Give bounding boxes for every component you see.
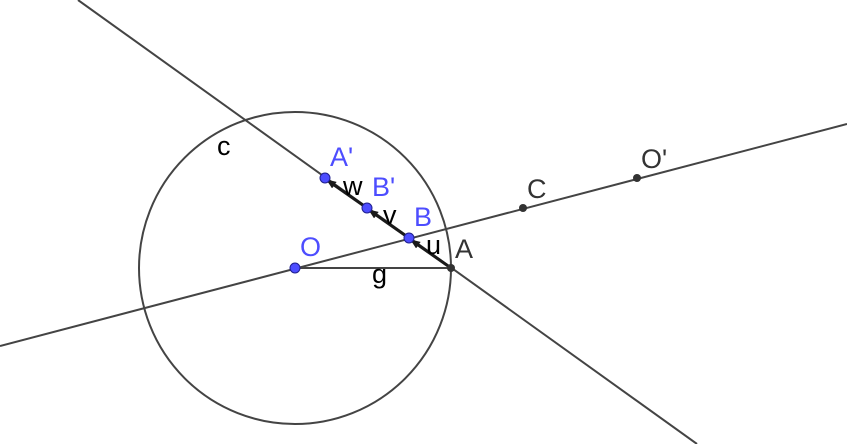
point-O-prime-label: O' (641, 144, 667, 174)
point-B-label: B (414, 202, 432, 232)
point-O-prime[interactable] (633, 174, 641, 182)
point-C[interactable] (519, 204, 527, 212)
segment-g-label: g (372, 259, 387, 289)
point-O-label: O (300, 232, 321, 262)
point-C-label: C (527, 174, 547, 204)
vector-v-label: v (383, 200, 397, 230)
vector-w-label: w (342, 171, 363, 201)
vector-v[interactable] (368, 208, 410, 240)
vector-u-label: u (426, 230, 441, 260)
vector-u[interactable] (410, 238, 452, 270)
point-A-label: A (455, 234, 473, 264)
vector-w[interactable] (326, 178, 368, 210)
point-O[interactable] (289, 262, 301, 274)
line-through-O-C[interactable] (0, 123, 847, 347)
circle-c-label: c (217, 131, 231, 161)
point-A-prime[interactable] (319, 172, 331, 184)
point-B-prime-label: B' (372, 172, 395, 202)
point-A[interactable] (447, 264, 455, 272)
point-B-prime[interactable] (361, 202, 373, 214)
point-A-prime-label: A' (330, 142, 353, 172)
point-B[interactable] (403, 232, 415, 244)
